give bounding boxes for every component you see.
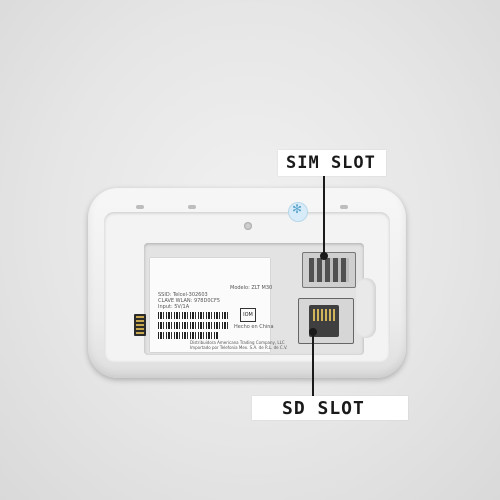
screw bbox=[244, 222, 252, 230]
importer-text: Distribuidora Americana Trading Company,… bbox=[190, 340, 285, 345]
device-label-sticker: Modelo: ZLT M30 SSID: Telcel-302603 CLAV… bbox=[150, 258, 287, 352]
brand-logo-icon bbox=[288, 202, 308, 222]
device-edge bbox=[356, 278, 376, 338]
imported-for-text: Importado por Telefonia Mex. S.A. de R.L… bbox=[190, 345, 288, 350]
origin-text: Hecho en China bbox=[234, 324, 274, 330]
certification-mark: IOM bbox=[240, 308, 256, 322]
barcode bbox=[158, 332, 218, 339]
sim-contacts bbox=[309, 258, 349, 282]
barcode bbox=[158, 312, 228, 319]
sd-leader-line bbox=[312, 332, 314, 397]
vent-hole bbox=[136, 205, 144, 209]
sim-leader-line bbox=[323, 176, 325, 256]
vent-hole bbox=[340, 205, 348, 209]
wlan-key-text: CLAVE WLAN: 978D0CF5 bbox=[158, 298, 221, 304]
sim-slot-label: SIM SLOT bbox=[286, 153, 376, 173]
sim-callout-box bbox=[278, 150, 386, 176]
sd-slot-label: SD SLOT bbox=[282, 398, 365, 419]
battery-contacts bbox=[134, 314, 146, 336]
input-text: Input: 5V/1A bbox=[158, 304, 190, 310]
barcode bbox=[158, 322, 228, 329]
sd-callout-box bbox=[252, 396, 408, 420]
model-text: Modelo: ZLT M30 bbox=[230, 285, 273, 291]
vent-hole bbox=[188, 205, 196, 209]
ssid-text: SSID: Telcel-302603 bbox=[158, 292, 208, 298]
sim-card-slot bbox=[302, 252, 356, 288]
sd-card-slot bbox=[298, 298, 354, 344]
sim-leader-dot bbox=[320, 252, 328, 260]
